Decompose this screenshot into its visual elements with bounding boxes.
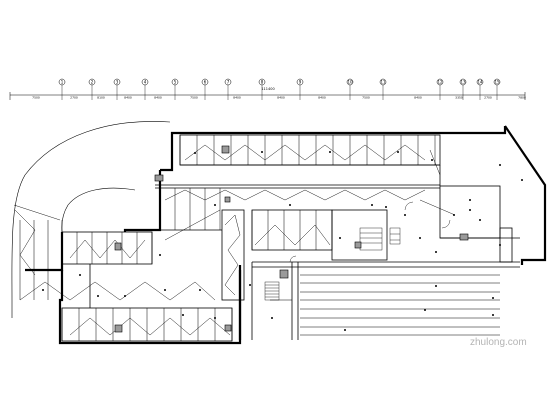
axis-label: 12 bbox=[437, 80, 443, 85]
fixture-dot bbox=[499, 244, 501, 246]
fixture-dot bbox=[164, 289, 166, 291]
fixture-dot bbox=[261, 151, 263, 153]
light-fixtures bbox=[42, 151, 523, 331]
door-swings bbox=[289, 201, 451, 263]
axis-bubble-6: 6 bbox=[201, 78, 209, 92]
axis-bubble-3: 3 bbox=[113, 78, 121, 92]
fixture-dot bbox=[499, 164, 501, 166]
fixture-dot bbox=[435, 251, 437, 253]
fixture-dot bbox=[479, 219, 481, 221]
fixture-dot bbox=[431, 159, 433, 161]
axis-label: 9 bbox=[299, 80, 302, 85]
fixture-dot bbox=[521, 179, 523, 181]
conduit-runs bbox=[270, 274, 500, 336]
axis-label: 8 bbox=[261, 80, 264, 85]
fixture-dot bbox=[397, 151, 399, 153]
dimension-labels: 7500 2700 8100 8400 8400 7500 8400 8400 8400 7500… bbox=[32, 96, 526, 100]
axis-bubble-15: 15 bbox=[493, 78, 501, 92]
dimension-segment: 8400 bbox=[318, 96, 326, 100]
dimension-segment: 2700 bbox=[484, 96, 492, 100]
fixture-dot bbox=[453, 214, 455, 216]
axis-label: 6 bbox=[204, 80, 207, 85]
fixture-dot bbox=[194, 152, 196, 154]
fixture-dot bbox=[339, 237, 341, 239]
dimension-segment: 7500 bbox=[32, 96, 40, 100]
fixture-dot bbox=[271, 317, 273, 319]
fixture-dot bbox=[124, 295, 126, 297]
dimension-segment: 2700 bbox=[70, 96, 78, 100]
axis-label: 2 bbox=[91, 80, 94, 85]
dimension-segment: 7500 bbox=[362, 96, 370, 100]
fixture-dot bbox=[435, 285, 437, 287]
fixture-dot bbox=[385, 206, 387, 208]
axis-bubble-7: 7 bbox=[224, 78, 232, 92]
axis-label: 14 bbox=[477, 80, 483, 85]
axis-bubble-2: 2 bbox=[88, 78, 96, 92]
fixture-dot bbox=[214, 317, 216, 319]
fixture-dot bbox=[249, 284, 251, 286]
fixture-dot bbox=[344, 329, 346, 331]
dimension-ticks bbox=[61, 92, 498, 100]
axis-bubble-9: 9 bbox=[296, 78, 304, 92]
parking-stalls bbox=[19, 135, 436, 341]
fixture-dot bbox=[419, 237, 421, 239]
axis-label: 1 bbox=[61, 80, 64, 85]
stair-symbols bbox=[264, 227, 401, 301]
fixture-dot bbox=[97, 295, 99, 297]
axis-bubble-14: 14 bbox=[476, 78, 484, 92]
fixture-dot bbox=[329, 151, 331, 153]
dimension-segment: 8400 bbox=[233, 96, 241, 100]
electrical-panels bbox=[114, 145, 469, 333]
dimension-segment: 8400 bbox=[154, 96, 162, 100]
axis-label: 5 bbox=[174, 80, 177, 85]
axis-bubble-4: 4 bbox=[141, 78, 149, 92]
dimension-segment: 7800 bbox=[518, 96, 526, 100]
fixture-dot bbox=[159, 254, 161, 256]
fixture-dot bbox=[182, 314, 184, 316]
dimension-segment: 8400 bbox=[277, 96, 285, 100]
axis-label: 11 bbox=[380, 80, 386, 85]
axis-bubble-11: 11 bbox=[379, 78, 387, 92]
fixture-dot bbox=[492, 314, 494, 316]
axis-label: 7 bbox=[227, 80, 230, 85]
watermark-text: zhulong.com bbox=[470, 337, 527, 348]
axis-label: 4 bbox=[144, 80, 147, 85]
fixture-dot bbox=[42, 289, 44, 291]
fixture-dot bbox=[469, 209, 471, 211]
overall-dimension: 111400 bbox=[261, 87, 274, 91]
axis-label: 10 bbox=[347, 80, 353, 85]
dimension-segment: 8400 bbox=[414, 96, 422, 100]
axis-bubble-13: 13 bbox=[459, 78, 467, 92]
axis-label: 13 bbox=[460, 80, 466, 85]
fixture-dot bbox=[424, 309, 426, 311]
axis-bubble-1: 1 bbox=[58, 78, 66, 92]
structure-lines bbox=[61, 134, 520, 342]
wiring-zigzags bbox=[13, 144, 456, 336]
axis-label: 15 bbox=[494, 80, 500, 85]
fixture-dot bbox=[214, 204, 216, 206]
fixture-dot bbox=[289, 204, 291, 206]
axis-bubble-8: 8 bbox=[258, 78, 266, 92]
fixture-dot bbox=[469, 199, 471, 201]
fixture-dot bbox=[199, 289, 201, 291]
dimension-segment: 7500 bbox=[190, 96, 198, 100]
axis-bubble-5: 5 bbox=[171, 78, 179, 92]
dimension-chain bbox=[9, 92, 526, 100]
fixture-dot bbox=[492, 297, 494, 299]
fixture-dot bbox=[79, 274, 81, 276]
dimension-segment: 8100 bbox=[97, 96, 105, 100]
axis-label: 3 bbox=[116, 80, 119, 85]
axis-bubble-12: 12 bbox=[436, 78, 444, 92]
dimension-segment: 3350 bbox=[455, 96, 463, 100]
fixture-dot bbox=[404, 214, 406, 216]
fixture-dot bbox=[371, 204, 373, 206]
axis-bubble-10: 10 bbox=[346, 78, 354, 92]
dimension-segment: 8400 bbox=[124, 96, 132, 100]
